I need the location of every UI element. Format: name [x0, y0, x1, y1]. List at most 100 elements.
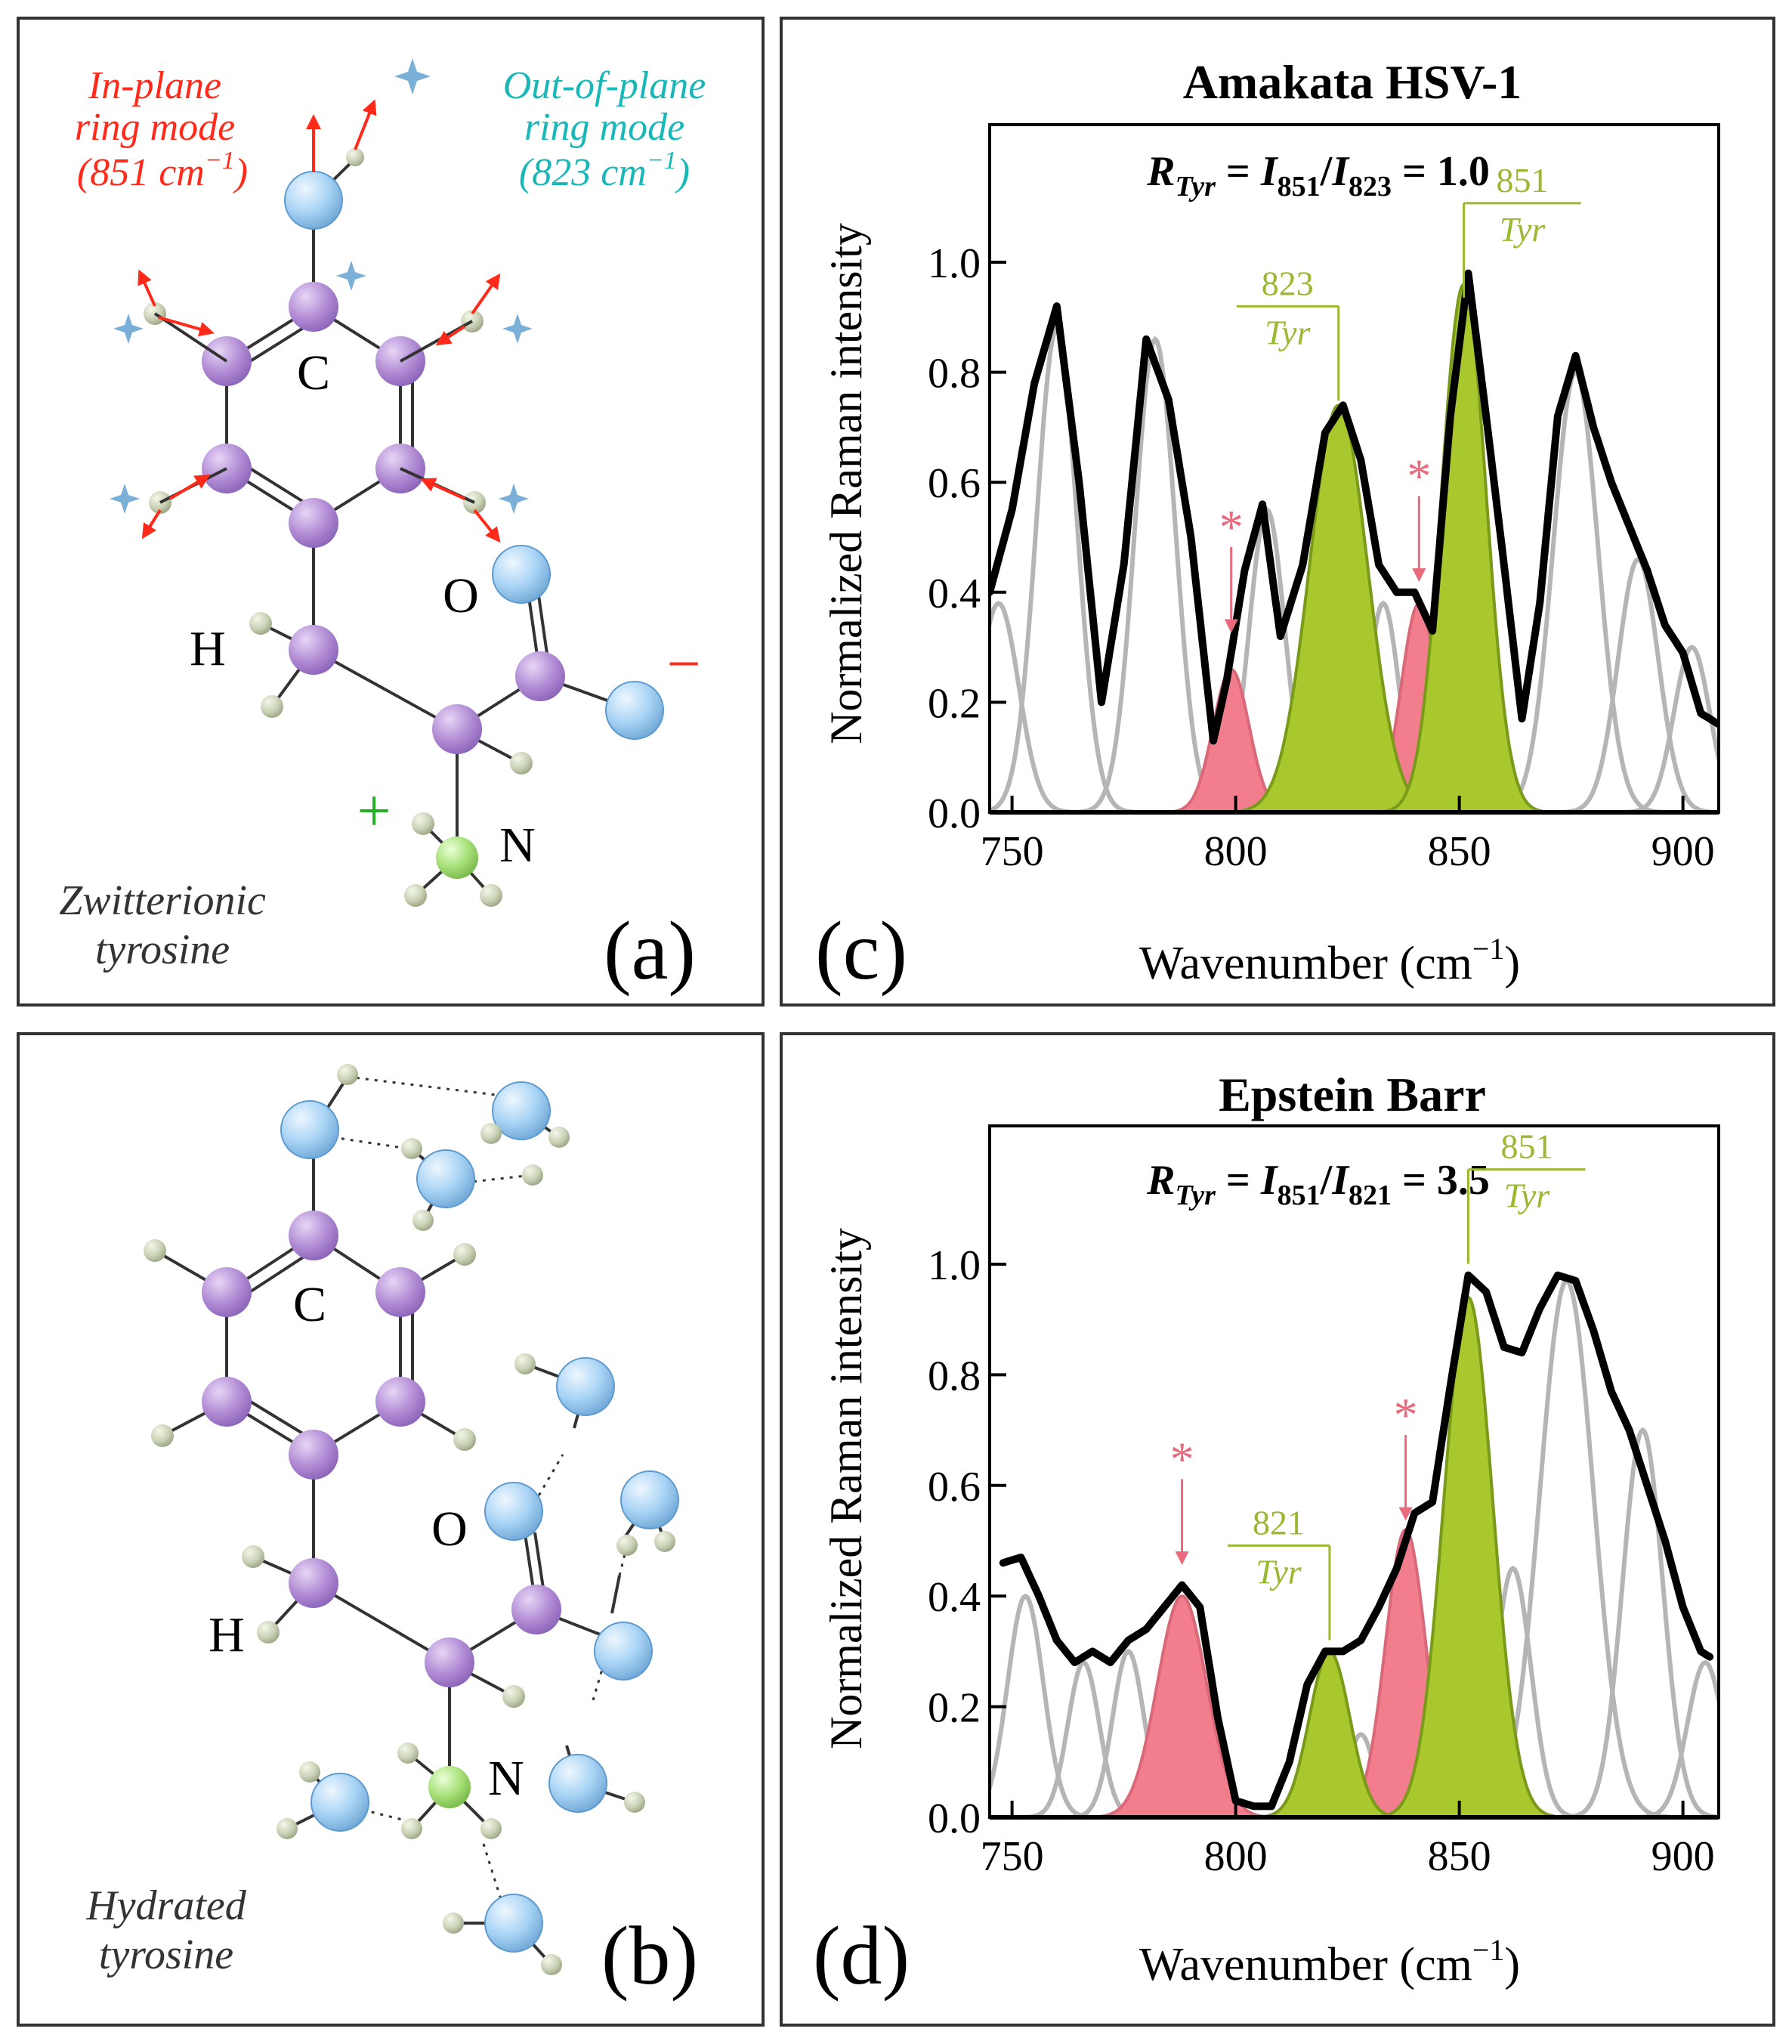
water-oxygen-atom — [556, 1357, 615, 1416]
panel-a-zwitterionic-tyrosine: In-plane ring mode (851 cm−1) Out-of-pla… — [17, 17, 765, 1007]
carbon-atom-label: C — [293, 1277, 326, 1332]
ring-carbon-atom — [289, 498, 338, 548]
amino-hydrogen-atom — [412, 812, 434, 835]
panel-b-caption-line1: Hydrated — [85, 1882, 247, 1929]
outplane-title-line1: Out-of-plane — [503, 64, 706, 107]
panel-a-atoms — [144, 148, 664, 907]
oxygen-atom-label: O — [431, 1501, 468, 1557]
plot-area-frame — [988, 1124, 1720, 1819]
hydrogen-atom — [249, 612, 272, 635]
hydrogen-atom-label: H — [209, 1607, 245, 1662]
inplane-title-line1: In-plane — [88, 64, 221, 107]
tyr-band-wavenumber-label: 851 — [1497, 161, 1549, 199]
water-hydrogen-atom — [654, 1531, 675, 1552]
outplane-title-line2: ring mode — [524, 106, 684, 149]
water-hydrogen-atom — [443, 1913, 464, 1934]
marker-asterisk: * — [1394, 1388, 1418, 1442]
water-oxygen-atom — [416, 1149, 475, 1208]
water-hydrogen-atom — [401, 1138, 422, 1159]
y-tick-label: 0.8 — [928, 1353, 981, 1399]
x-tick-label: 800 — [1204, 828, 1268, 875]
panel-a-caption-line1: Zwitterionic — [59, 877, 266, 924]
fit-component-band — [1557, 556, 1719, 812]
fit-component-band — [1620, 645, 1719, 812]
marker-asterisk: * — [1219, 500, 1244, 554]
hydrogen-atom — [242, 1545, 264, 1568]
water-oxygen-atom — [492, 1081, 551, 1140]
x-tick-label: 850 — [1428, 828, 1491, 875]
tyrosine-band — [1367, 1295, 1568, 1817]
chart-d-ylabel: Normalized Raman intensity — [821, 1228, 871, 1749]
hydrogen-atom — [337, 1064, 358, 1085]
water-oxygen-atom — [311, 1773, 369, 1832]
panel-d-epstein-barr-spectrum: Epstein Barr RTyr = I851/I821 = 3.5 Norm… — [780, 1032, 1775, 2027]
alpha-carbon-atom — [425, 1637, 474, 1687]
ring-hydrogen-atom — [151, 1424, 174, 1447]
tyr-band-wavenumber-label: 821 — [1253, 1503, 1305, 1542]
ring-hydrogen-atom — [453, 1428, 476, 1451]
water-hydrogen-atom — [616, 1535, 638, 1556]
inplane-frequency: (851 cm−1) — [77, 147, 248, 194]
water-hydrogen-atom — [514, 1353, 536, 1375]
tyr-band-wavenumber-label: 851 — [1500, 1127, 1553, 1166]
panel-b-label: (b) — [601, 1909, 698, 2002]
y-tick-label: 0.0 — [928, 1795, 981, 1842]
chart-d-title: Epstein Barr — [1219, 1068, 1486, 1121]
ring-carbon-atom — [375, 1267, 425, 1317]
tyr-band-name-label: Tyr — [1504, 1177, 1551, 1215]
panel-c-frame — [780, 17, 1775, 1007]
y-tick-label: 0.0 — [928, 790, 981, 837]
chart-d-ratio: RTyr = I851/I821 = 3.5 — [1146, 1157, 1490, 1211]
tyr-band-wavenumber-label: 823 — [1262, 264, 1314, 302]
panel-b-caption-line2: tyrosine — [99, 1931, 233, 1978]
chart-d-xlabel: Wavenumber (cm−1) — [1139, 1933, 1520, 1990]
chart-c-ratio: RTyr = I851/I823 = 1.0 — [1146, 148, 1490, 203]
oxygen-atom-label: O — [443, 568, 479, 623]
amino-hydrogen-atom — [480, 1818, 502, 1839]
carbonyl-oxygen-atom — [484, 1482, 543, 1541]
water-hydrogen-atom — [522, 1164, 543, 1186]
measured-spectrum-line — [999, 1271, 1714, 1811]
amino-nitrogen-atom — [436, 836, 478, 879]
out-of-plane-star-markers — [110, 58, 533, 514]
ring-carbon-atom — [375, 1377, 425, 1427]
carboxylate-oxygen-atom — [605, 681, 664, 740]
amino-hydrogen-atom — [480, 884, 502, 907]
x-tick-label: 800 — [1204, 1833, 1268, 1880]
x-tick-label: 900 — [1651, 1833, 1715, 1880]
x-tick-label: 850 — [1428, 1833, 1491, 1880]
y-tick-label: 1.0 — [928, 240, 981, 287]
hydrogen-atom — [502, 1685, 525, 1708]
ring-hydrogen-atom — [144, 1239, 166, 1262]
marked-band — [1081, 1594, 1282, 1817]
chart-c-xlabel: Wavenumber (cm−1) — [1139, 932, 1520, 989]
panel-d-label: (d) — [813, 1909, 910, 2002]
y-tick-label: 0.4 — [928, 1574, 981, 1621]
hydrogen-atom — [510, 752, 533, 775]
panel-c-amakata-hsv1-spectrum: Amakata HSV-1 RTyr = I851/I823 = 1.0 Nor… — [780, 17, 1775, 1007]
water-hydrogen-atom — [277, 1818, 298, 1839]
panel-b-hydrated-tyrosine: C O H N Hydrated tyrosine (b) — [17, 1032, 765, 2027]
water-oxygen-atom — [548, 1754, 607, 1813]
tyr-band-name-label: Tyr — [1500, 210, 1546, 249]
water-hydrogen-atom — [412, 1210, 434, 1231]
alpha-carbon-atom — [432, 704, 482, 754]
carbonyl-oxygen-atom — [492, 545, 551, 604]
positive-charge-sign: + — [357, 778, 391, 845]
y-tick-label: 0.2 — [928, 1685, 981, 1732]
fit-component-band — [990, 1593, 1098, 1817]
water-hydrogen-atom — [548, 1127, 570, 1148]
carboxylate-oxygen-atom — [594, 1622, 653, 1681]
in-plane-displacement-arrows — [137, 99, 501, 543]
panel-a-label: (a) — [604, 904, 696, 997]
negative-charge-sign: − — [666, 631, 700, 697]
ring-carbon-atom — [202, 1267, 252, 1317]
ring-hydrogen-atom — [453, 1243, 476, 1266]
carboxyl-carbon-atom — [511, 1585, 561, 1634]
panel-b-frame — [17, 1032, 765, 2027]
hydrogen-atom-label: H — [190, 621, 226, 676]
hydroxyl-hydrogen-atom — [346, 148, 364, 166]
y-tick-label: 0.2 — [928, 680, 981, 727]
